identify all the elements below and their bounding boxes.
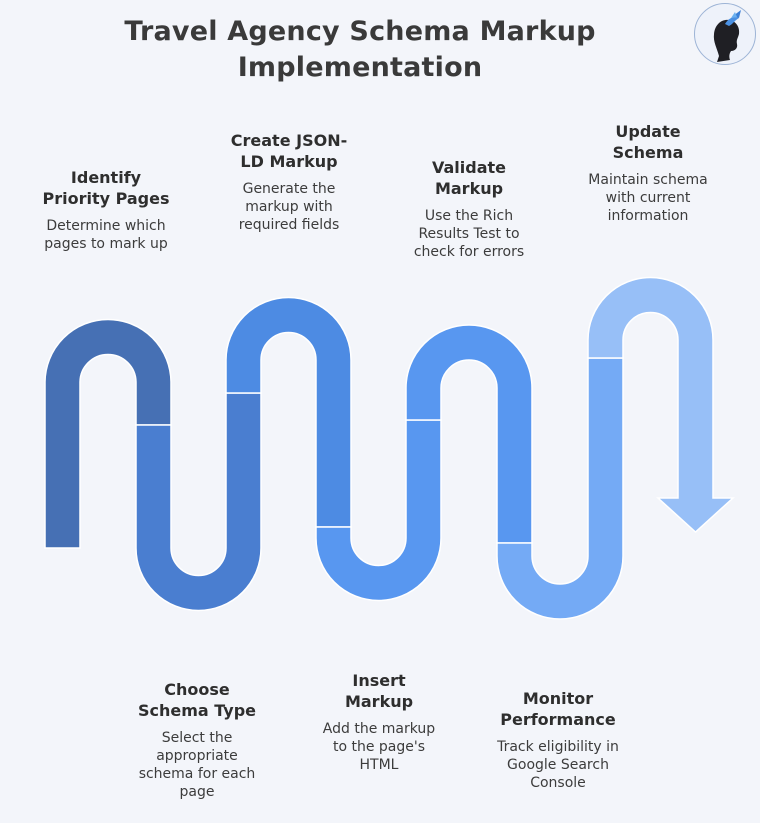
- step-validate-markup: Validate Markup Use the Rich Results Tes…: [394, 157, 544, 261]
- step-title: Insert Markup: [344, 671, 414, 711]
- page-title: Travel Agency Schema Markup Implementati…: [80, 14, 640, 86]
- ribbon-segment-insert: [315, 419, 442, 602]
- step-monitor-performance: Monitor Performance Track eligibility in…: [474, 688, 642, 792]
- title-line-1: Travel Agency Schema Markup: [124, 16, 596, 47]
- step-title: Create JSON- LD Markup: [230, 131, 348, 171]
- step-description: Add the markup to the page's HTML: [322, 721, 436, 773]
- brand-logo: [694, 3, 756, 65]
- step-create-json-ld-markup: Create JSON- LD Markup Generate the mark…: [214, 130, 364, 234]
- step-title: Monitor Performance: [500, 689, 616, 729]
- woman-silhouette-icon: [713, 10, 741, 62]
- step-description: Track eligibility in Google Search Conso…: [497, 739, 619, 791]
- step-title: Validate Markup: [431, 158, 507, 198]
- title-line-2: Implementation: [237, 52, 483, 83]
- step-description: Generate the markup with required fields: [238, 181, 340, 233]
- step-title: Choose Schema Type: [137, 680, 257, 720]
- step-description: Select the appropriate schema for each p…: [138, 730, 256, 800]
- step-title: Identify Priority Pages: [42, 168, 170, 208]
- step-description: Determine which pages to mark up: [44, 218, 168, 252]
- step-identify-priority-pages: Identify Priority Pages Determine which …: [30, 167, 182, 253]
- step-update-schema: Update Schema Maintain schema with curre…: [568, 121, 728, 225]
- ribbon-segment-update: [587, 276, 735, 534]
- step-title: Update Schema: [612, 122, 684, 162]
- ribbon-segment-choose: [135, 392, 262, 612]
- ribbon-segment-create: [225, 296, 352, 528]
- ribbon-segment-validate: [405, 324, 533, 544]
- step-description: Maintain schema with current information: [588, 172, 708, 224]
- step-description: Use the Rich Results Test to check for e…: [413, 208, 525, 260]
- ribbon-segment-monitor: [496, 357, 624, 620]
- ribbon-segment-identify: [44, 318, 172, 549]
- step-choose-schema-type: Choose Schema Type Select the appropriat…: [122, 679, 272, 801]
- step-insert-markup: Insert Markup Add the markup to the page…: [304, 670, 454, 774]
